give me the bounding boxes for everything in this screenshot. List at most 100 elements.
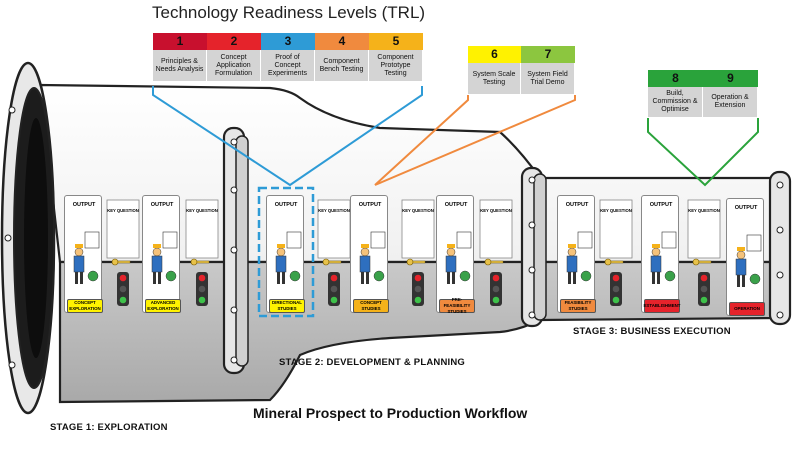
key-question-label: KEY QUESTION (107, 208, 139, 213)
worker-figure-icon (445, 231, 472, 284)
trl-connector-1-5 (152, 86, 423, 187)
output-panel: OUTPUT ESTABLISHMENT (641, 195, 681, 313)
stage-badge: CONCEPT STUDIES (353, 299, 389, 313)
key-icon (322, 258, 342, 266)
worker-figure-icon (650, 231, 677, 284)
traffic-light-icon (698, 272, 710, 306)
right-flange (768, 170, 792, 326)
stage1-label: STAGE 1: EXPLORATION (50, 422, 168, 433)
output-card: OUTPUT FEASIBILITY STUDIES (557, 195, 596, 313)
key-question-label: KEY QUESTION (402, 208, 434, 213)
worker-figure-icon (359, 231, 386, 284)
stage-badge: DIRECTIONAL STUDIES (269, 299, 305, 313)
key-icon (406, 258, 426, 266)
output-card: OUTPUT OPERATION (726, 198, 765, 316)
trl-level-number: 2 (207, 33, 261, 50)
diagram-title: Mineral Prospect to Production Workflow (253, 405, 528, 421)
key-question-card (401, 199, 435, 259)
output-card: OUTPUT ADVANCED EXPLORATION (142, 195, 181, 313)
output-card: OUTPUT CONCEPT EXPLORATION (64, 195, 103, 313)
output-heading: OUTPUT (274, 202, 298, 208)
output-panel: OUTPUT CONCEPT STUDIES (350, 195, 389, 313)
trl-level-label: Component Prototype Testing (369, 50, 423, 81)
traffic-light-icon (117, 272, 129, 306)
output-card: OUTPUT DIRECTIONAL STUDIES (266, 195, 305, 313)
key-icon (692, 258, 712, 266)
stage-badge: ADVANCED EXPLORATION (145, 299, 181, 313)
output-heading: OUTPUT (565, 202, 589, 208)
output-heading: OUTPUT (358, 202, 382, 208)
trl-connector-6-7 (374, 95, 576, 186)
trl-level-label: Component Bench Testing (315, 50, 369, 81)
key-question-card (106, 199, 140, 259)
trl-level-label: System Scale Testing (468, 63, 521, 94)
worker-figure-icon (151, 231, 178, 284)
directional-studies-highlight (257, 186, 315, 318)
traffic-light-icon (490, 272, 502, 306)
trl-title: Technology Readiness Levels (TRL) (152, 3, 426, 22)
output-card: OUTPUT ESTABLISHMENT (641, 195, 681, 313)
key-question-label: KEY QUESTION (186, 208, 218, 213)
worker-figure-icon (275, 231, 302, 284)
worker-figure-icon (566, 231, 593, 284)
trl-level-label: Proof of Concept Experiments (261, 50, 315, 81)
trl-level-label: Build, Commission & Optimise (648, 87, 703, 117)
worker-figure-icon (735, 234, 762, 287)
trl-level-number: 9 (703, 70, 758, 87)
traffic-light-icon (196, 272, 208, 306)
stage-badge: ESTABLISHMENT (644, 299, 681, 313)
trl-level-number: 5 (369, 33, 423, 50)
trl-level-label: System Field Trial Demo (521, 63, 575, 94)
trl-level-label: Operation & Extension (703, 87, 758, 117)
trl-level-number: 6 (468, 46, 521, 63)
output-panel: OUTPUT DIRECTIONAL STUDIES (266, 195, 305, 313)
trl-level-number: 1 (153, 33, 207, 50)
trl-level-number: 7 (521, 46, 575, 63)
stage-badge: FEASIBILITY STUDIES (560, 299, 596, 313)
stage2-label: STAGE 2: DEVELOPMENT & PLANNING (279, 357, 466, 368)
output-panel: OUTPUT FEASIBILITY STUDIES (557, 195, 596, 313)
key-icon (484, 258, 504, 266)
trl-connector-8-9 (647, 118, 759, 187)
output-heading: OUTPUT (444, 202, 468, 208)
key-icon (190, 258, 210, 266)
key-question-card (317, 199, 351, 259)
stage-badge: CONCEPT EXPLORATION (67, 299, 103, 313)
key-question-label: KEY QUESTION (600, 208, 632, 213)
output-heading: OUTPUT (150, 202, 174, 208)
worker-figure-icon (73, 231, 100, 284)
stage-badge: OPERATION (729, 302, 765, 316)
trl-level-label: Concept Application Formulation (207, 50, 261, 81)
output-heading: OUTPUT (734, 205, 758, 211)
key-icon (604, 258, 624, 266)
output-panel: OUTPUT ADVANCED EXPLORATION (142, 195, 181, 313)
key-question-card (479, 199, 513, 259)
key-question-label: KEY QUESTION (688, 208, 720, 213)
key-icon (111, 258, 131, 266)
traffic-light-icon (610, 272, 622, 306)
trl-level-number: 4 (315, 33, 369, 50)
traffic-light-icon (412, 272, 424, 306)
output-heading: OUTPUT (72, 202, 96, 208)
output-heading: OUTPUT (649, 202, 673, 208)
stage3-label: STAGE 3: BUSINESS EXECUTION (573, 326, 731, 337)
key-question-label: KEY QUESTION (318, 208, 350, 213)
output-card: OUTPUT CONCEPT STUDIES (350, 195, 389, 313)
key-question-card (185, 199, 219, 259)
trl-level-number: 8 (648, 70, 703, 87)
key-question-card (599, 199, 633, 259)
trl-level-number: 3 (261, 33, 315, 50)
